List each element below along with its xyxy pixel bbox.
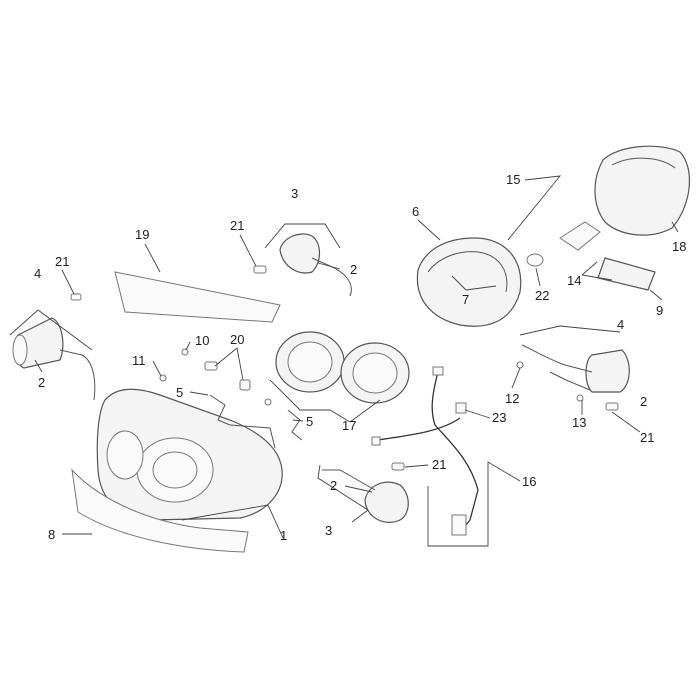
callout-5: 5 [306, 414, 313, 429]
callout-19: 19 [135, 227, 149, 242]
callout-7: 7 [462, 292, 469, 307]
rear-light-lens [594, 145, 691, 236]
callout-8: 8 [48, 527, 55, 542]
upper-indicator [279, 233, 352, 297]
callout-18: 18 [672, 239, 686, 254]
lamp-holder-bracket [559, 221, 601, 251]
front-left-indicator [12, 317, 96, 401]
lower-middle-indicator [322, 469, 409, 523]
windscreen-part [114, 271, 281, 323]
callout-12: 12 [505, 391, 519, 406]
callout-23: 23 [492, 410, 506, 425]
headlight-assembly [96, 388, 283, 521]
callout-14: 14 [567, 273, 581, 288]
callout-3: 3 [291, 186, 298, 201]
bulb-upper [253, 265, 267, 274]
callout-4: 4 [617, 317, 624, 332]
callout-3: 3 [325, 523, 332, 538]
callout-17: 17 [342, 418, 356, 433]
rear-right-indicator [521, 344, 630, 393]
callout-22: 22 [535, 288, 549, 303]
callout-10: 10 [195, 333, 209, 348]
licence-plate-light [597, 257, 656, 291]
callout-5: 5 [176, 385, 183, 400]
callout-2: 2 [330, 478, 337, 493]
spring-clips [209, 394, 303, 441]
wiring-harness [371, 366, 479, 536]
callout-2: 2 [38, 375, 45, 390]
bulb-rear-right [605, 402, 619, 411]
callout-21: 21 [432, 457, 446, 472]
callout-9: 9 [656, 303, 663, 318]
instrument-housings [275, 331, 410, 404]
bulb-front-left [70, 293, 82, 301]
bulb-taillight [526, 253, 544, 267]
callout-2: 2 [350, 262, 357, 277]
callout-6: 6 [412, 204, 419, 219]
callout-16: 16 [522, 474, 536, 489]
callout-1: 1 [280, 528, 287, 543]
callout-21: 21 [55, 254, 69, 269]
callout-13: 13 [572, 415, 586, 430]
fairing-strip [71, 468, 249, 553]
callout-20: 20 [230, 332, 244, 347]
small-fasteners [159, 348, 584, 406]
callout-4: 4 [34, 266, 41, 281]
callout-15: 15 [506, 172, 520, 187]
callout-21: 21 [230, 218, 244, 233]
callout-11: 11 [132, 353, 146, 368]
taillight-housing [416, 237, 522, 327]
callout-2: 2 [640, 394, 647, 409]
callout-21: 21 [640, 430, 654, 445]
leader-lines [9, 175, 679, 547]
bulb-lower-middle [391, 462, 405, 471]
